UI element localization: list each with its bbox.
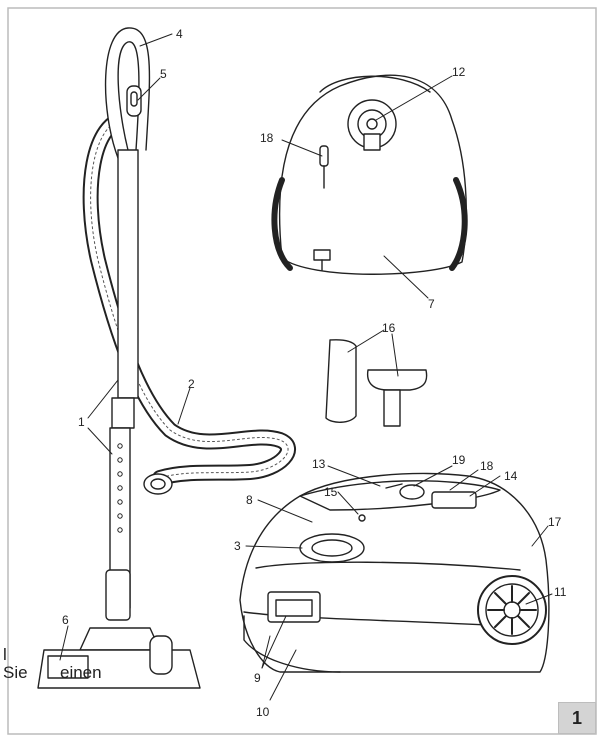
callout-3: 3 <box>234 539 241 553</box>
stray-text-sie: Sie <box>3 663 28 682</box>
callout-labels: 4 5 1 2 6 12 18 7 16 13 19 18 14 8 15 3 … <box>62 27 567 719</box>
callout-10: 10 <box>256 705 270 719</box>
vacuum-body <box>239 472 550 673</box>
stray-text-line1: l <box>3 645 7 664</box>
stray-text-einen: einen <box>60 663 102 682</box>
callout-1: 1 <box>78 415 85 429</box>
callout-7: 7 <box>428 297 435 311</box>
callout-6: 6 <box>62 613 69 627</box>
callout-5: 5 <box>160 67 167 81</box>
leader-lines <box>59 33 553 701</box>
hose-assembly <box>82 27 296 621</box>
callout-12: 12 <box>452 65 466 79</box>
callout-8: 8 <box>246 493 253 507</box>
callout-15: 15 <box>324 485 338 499</box>
accessory-tools <box>325 339 428 427</box>
callout-4: 4 <box>176 27 183 41</box>
callout-14: 14 <box>504 469 518 483</box>
floor-nozzle <box>37 627 201 689</box>
figure-border <box>7 7 597 735</box>
callout-13: 13 <box>312 457 326 471</box>
callout-17: 17 <box>548 515 562 529</box>
callout-11: 11 <box>554 585 567 599</box>
callout-18-rear: 18 <box>260 131 274 145</box>
callout-18-body: 18 <box>480 459 494 473</box>
callout-19: 19 <box>452 453 466 467</box>
housing-rear-view <box>271 74 468 275</box>
callout-9: 9 <box>254 671 261 685</box>
figure-number-badge: 1 <box>558 702 596 734</box>
callout-2: 2 <box>188 377 195 391</box>
callout-16: 16 <box>382 321 396 335</box>
